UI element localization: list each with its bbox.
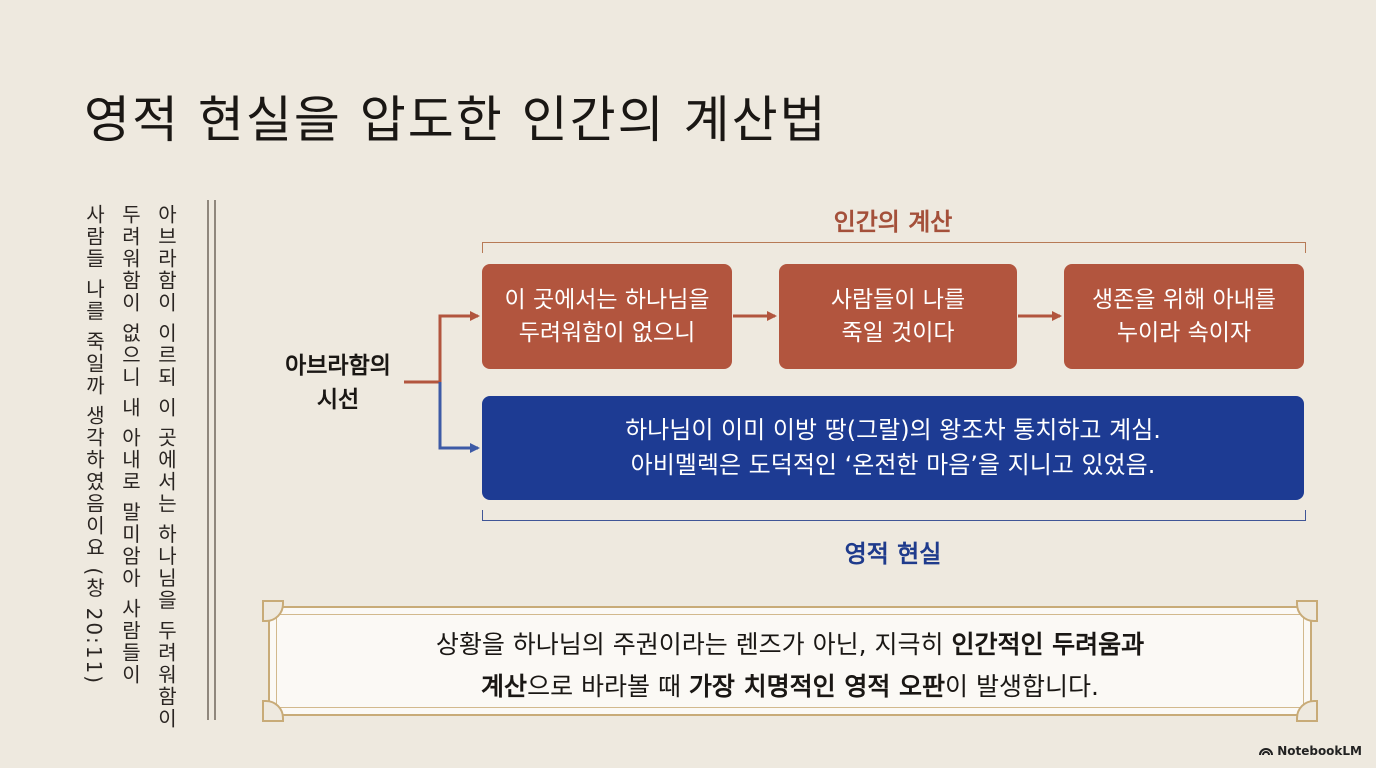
human-step-3: 생존을 위해 아내를 누이라 속이자	[1064, 264, 1304, 369]
frame-corner	[1296, 700, 1318, 722]
summary-emphasis: 인간적인 두려움과	[951, 630, 1145, 659]
human-calculation-label: 인간의 계산	[833, 208, 953, 236]
step-text-line: 사람들이 나를	[830, 286, 966, 313]
origin-label-line: 아브라함의	[285, 353, 391, 379]
summary-segment: 으로 바라볼 때	[527, 672, 689, 701]
summary-frame: 상황을 하나님의 주권이라는 렌즈가 아닌, 지극히 인간적인 두려움과 계산으…	[262, 600, 1318, 722]
step-text-line: 누이라 속이자	[1116, 319, 1252, 346]
summary-frame-inner	[276, 614, 1304, 708]
spiritual-reality-box: 하나님이 이미 이방 땅(그랄)의 왕조차 통치하고 계심. 아비멜렉은 도덕적…	[482, 396, 1304, 500]
scripture-verse: 아브라함이 이르되 이 곳에서는 하나님을 두려워함이 두려워함이 없으니 내 …	[78, 204, 180, 730]
origin-label-line: 시선	[316, 387, 360, 413]
summary-text: 상황을 하나님의 주권이라는 렌즈가 아닌, 지극히 인간적인 두려움과 계산으…	[270, 624, 1310, 708]
human-step-1: 이 곳에서는 하나님을 두려워함이 없으니	[482, 264, 732, 369]
branch-arrow-human	[404, 311, 480, 384]
step-text-line: 이 곳에서는 하나님을	[504, 286, 710, 313]
summary-emphasis: 가장 치명적인 영적 오판	[688, 672, 946, 701]
divider-line	[207, 200, 209, 720]
spiritual-reality-label: 영적 현실	[844, 540, 942, 568]
spiritual-reality-bracket	[482, 510, 1306, 521]
summary-emphasis: 계산	[481, 672, 528, 701]
step-text-line: 생존을 위해 아내를	[1092, 286, 1276, 313]
notebooklm-icon	[1259, 748, 1274, 756]
origin-node: 아브라함의 시선	[276, 349, 400, 417]
reality-text-line: 하나님이 이미 이방 땅(그랄)의 왕조차 통치하고 계심.	[625, 416, 1161, 444]
step-text-line: 두려워함이 없으니	[518, 319, 696, 346]
verse-line: 아브라함이 이르되 이 곳에서는 하나님을 두려워함이	[154, 204, 178, 730]
brand-mark: NotebookLM	[1259, 744, 1362, 758]
summary-line: 상황을 하나님의 주권이라는 렌즈가 아닌, 지극히 인간적인 두려움과	[270, 624, 1310, 666]
summary-segment: 상황을 하나님의 주권이라는 렌즈가 아닌, 지극히	[435, 630, 952, 659]
verse-line: 사람들 나를 죽일까 생각하였음이요 (창 20:11)	[82, 204, 106, 686]
reality-text-line: 아비멜렉은 도덕적인 ‘온전한 마음’을 지니고 있었음.	[630, 451, 1156, 479]
step-text-line: 죽일 것이다	[841, 319, 955, 346]
summary-segment: 이 발생합니다.	[945, 672, 1099, 701]
brand-name: NotebookLM	[1277, 744, 1362, 758]
page-title: 영적 현실을 압도한 인간의 계산법	[84, 91, 828, 149]
summary-line: 계산으로 바라볼 때 가장 치명적인 영적 오판이 발생합니다.	[270, 666, 1310, 708]
human-calculation-bracket	[482, 242, 1306, 253]
verse-line: 두려워함이 없으니 내 아내로 말미암아 사람들이	[118, 204, 142, 686]
divider-line	[214, 200, 216, 720]
branch-arrow-spiritual	[438, 382, 480, 453]
human-step-2: 사람들이 나를 죽일 것이다	[779, 264, 1017, 369]
